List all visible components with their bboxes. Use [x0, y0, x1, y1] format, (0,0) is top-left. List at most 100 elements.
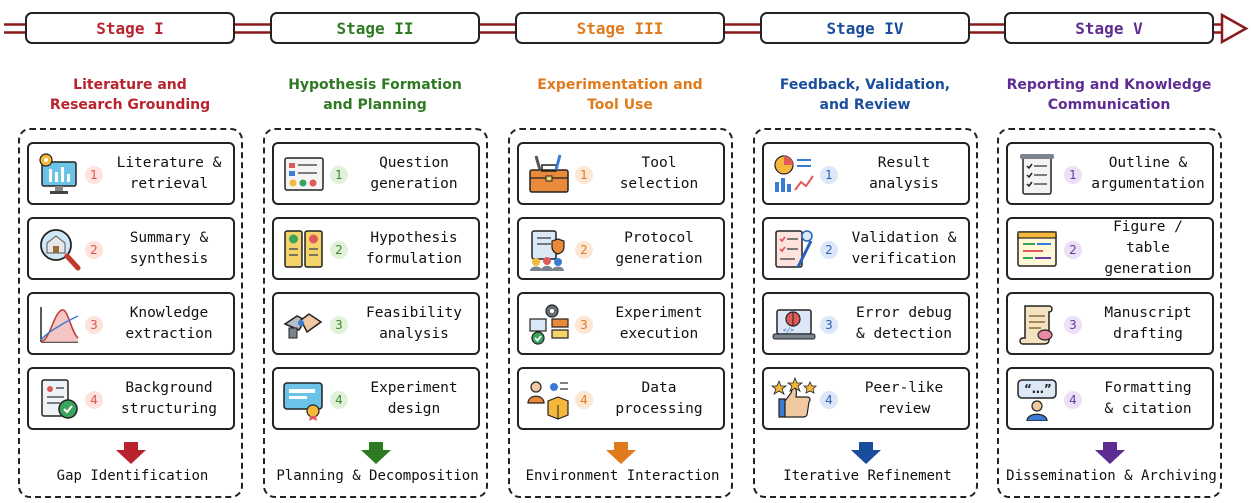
- step-number-badge: 4: [820, 391, 838, 409]
- step-card: 4 Data processing: [517, 367, 725, 430]
- down-arrow-icon: [851, 442, 881, 464]
- thumbs-up-stars-icon: [771, 377, 817, 418]
- outline-list-icon: [1020, 154, 1054, 195]
- monitor-gear-icon: [39, 153, 77, 194]
- curve-chart-icon: [40, 307, 79, 343]
- gear-workflow-icon: [529, 304, 569, 345]
- down-arrow-icon: [1095, 442, 1125, 464]
- step-number-badge: 3: [575, 316, 593, 334]
- stage-outcome: Dissemination & Archiving: [1006, 468, 1217, 484]
- stage-tag: Stage IV: [760, 12, 970, 44]
- quote-speaker-icon: “…”: [1017, 379, 1057, 421]
- step-label: Tool selection: [619, 154, 699, 192]
- stage-tag: Stage III: [515, 12, 725, 44]
- step-number-badge: 4: [330, 391, 348, 409]
- stage-subtitle: Experimentation and Tool Use: [537, 77, 703, 113]
- step-card: 1 Result analysis: [762, 142, 970, 205]
- step-label: Manuscript drafting: [1104, 304, 1192, 342]
- stage-outcome: Gap Identification: [56, 468, 209, 484]
- step-label: Data processing: [615, 379, 703, 417]
- step-number-badge: 1: [1064, 166, 1082, 184]
- data-box-icon: [527, 381, 569, 420]
- stage-panel: 1 Tool selection 2 Protocol generation 3 Expe…: [508, 128, 733, 498]
- toolbox-icon: [529, 154, 569, 193]
- step-label: Outline & argumentation: [1091, 154, 1205, 192]
- step-card: “…” 4 Formatting & citation: [1006, 367, 1214, 430]
- step-number-badge: 2: [85, 241, 103, 259]
- step-card: </> 3 Error debug & detection: [762, 292, 970, 355]
- down-arrow-icon: [606, 442, 636, 464]
- table-sheet-icon: [1017, 231, 1057, 267]
- step-number-badge: 2: [820, 241, 838, 259]
- step-number-badge: 2: [575, 241, 593, 259]
- step-label: Knowledge extraction: [125, 304, 213, 342]
- step-label: Peer-like review: [864, 379, 944, 417]
- step-number-badge: 2: [330, 241, 348, 259]
- step-label: Protocol generation: [615, 229, 703, 267]
- step-number-badge: 3: [330, 316, 348, 334]
- step-card: 4 Experiment design: [272, 367, 480, 430]
- step-number-badge: 1: [820, 166, 838, 184]
- step-card: 1 Outline & argumentation: [1006, 142, 1214, 205]
- analytics-dashboard-icon: [774, 155, 814, 192]
- step-label: Figure / table generation: [1104, 219, 1192, 277]
- step-label: Feasibility analysis: [365, 304, 463, 342]
- step-number-badge: 1: [85, 166, 103, 184]
- stage-outcome: Iterative Refinement: [783, 468, 952, 484]
- stage-subtitle: Reporting and Knowledge Communication: [1006, 77, 1212, 113]
- step-number-badge: 4: [1064, 391, 1082, 409]
- stage-tag: Stage I: [25, 12, 235, 44]
- step-label: Formatting & citation: [1104, 379, 1192, 417]
- down-arrow-icon: [361, 442, 391, 464]
- bug-laptop-icon: </>: [772, 309, 816, 340]
- step-label: Experiment execution: [615, 304, 703, 342]
- step-label: Result analysis: [869, 154, 939, 192]
- step-label: Experiment design: [370, 379, 458, 417]
- step-label: Summary & synthesis: [129, 229, 209, 267]
- step-number-badge: 4: [85, 391, 103, 409]
- stage-tag: Stage V: [1004, 12, 1214, 44]
- step-card: 3 Experiment execution: [517, 292, 725, 355]
- stage-column: Stage V Reporting and Knowledge Communica…: [989, 0, 1229, 503]
- step-label: Question generation: [370, 154, 458, 192]
- document-check-icon: [41, 379, 78, 419]
- step-card: 3 Knowledge extraction: [27, 292, 235, 355]
- stage-column: Stage IV Feedback, Validation, and Review…: [745, 0, 985, 503]
- comparison-cards-icon: [284, 230, 323, 268]
- stage-subtitle: Hypothesis Formation and Planning: [288, 77, 462, 113]
- step-card: 2 Summary & synthesis: [27, 217, 235, 280]
- stage-outcome: Environment Interaction: [525, 468, 720, 484]
- clipboard-team-icon: [530, 230, 565, 271]
- stage-column: Stage I Literature and Research Grounding…: [10, 0, 250, 503]
- svg-text:“…”: “…”: [1024, 382, 1052, 396]
- step-card: 4 Peer-like review: [762, 367, 970, 430]
- step-card: 2 Figure / table generation: [1006, 217, 1214, 280]
- step-number-badge: 3: [820, 316, 838, 334]
- robot-handshake-icon: [283, 313, 323, 339]
- timeline-arrowhead: [1220, 12, 1249, 45]
- stage-subtitle: Literature and Research Grounding: [49, 77, 211, 113]
- step-number-badge: 3: [85, 316, 103, 334]
- stage-panel: 1 Literature & retrieval 2 Summary & synthe…: [18, 128, 243, 498]
- step-card: 1 Question generation: [272, 142, 480, 205]
- down-arrow-icon: [116, 442, 146, 464]
- stage-column: Stage III Experimentation and Tool Use 1 To…: [500, 0, 740, 503]
- step-label: Literature & retrieval: [116, 154, 222, 192]
- step-card: 1 Literature & retrieval: [27, 142, 235, 205]
- step-label: Error debug & detection: [855, 304, 953, 342]
- checklist-pencil-icon: [775, 230, 813, 268]
- stage-tag: Stage II: [270, 12, 480, 44]
- step-number-badge: 1: [330, 166, 348, 184]
- step-number-badge: 1: [575, 166, 593, 184]
- svg-text:</>: </>: [783, 327, 794, 334]
- stage-panel: 1 Outline & argumentation 2 Figure / table …: [997, 128, 1222, 498]
- step-card: 3 Feasibility analysis: [272, 292, 480, 355]
- step-number-badge: 2: [1064, 241, 1082, 259]
- stage-subtitle: Feedback, Validation, and Review: [779, 77, 951, 113]
- step-number-badge: 4: [575, 391, 593, 409]
- step-number-badge: 3: [1064, 316, 1082, 334]
